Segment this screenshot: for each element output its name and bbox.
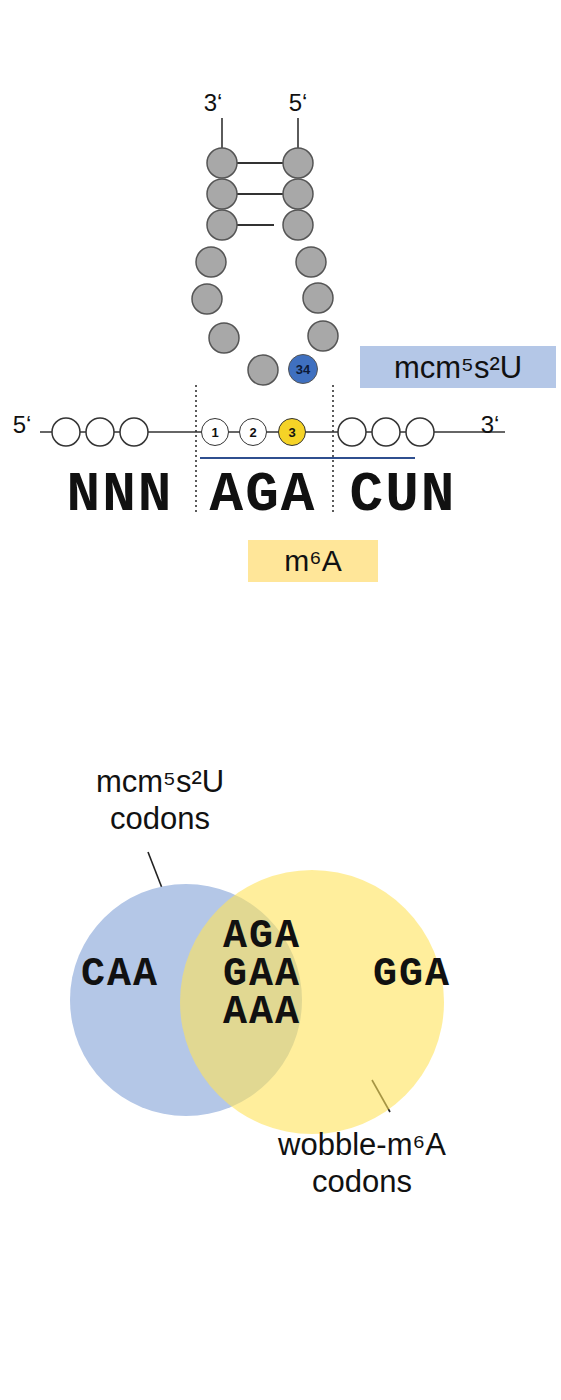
leader-line — [148, 852, 162, 888]
codon-position: 1 — [201, 418, 229, 446]
nucleotide — [120, 418, 148, 446]
codon-position: 3 — [278, 418, 306, 446]
node-text: m⁶A — [284, 546, 341, 576]
nucleotide — [303, 283, 333, 313]
codon-text: GAA — [223, 955, 301, 995]
base-pair — [237, 162, 283, 164]
codon-boundary — [195, 385, 197, 515]
codon-text: NNN — [67, 467, 174, 523]
node-text: 34 — [296, 363, 310, 376]
node-text: 1 — [211, 426, 218, 439]
modification-label: m⁶A — [248, 540, 378, 582]
nucleotide — [209, 323, 239, 353]
nucleotide — [207, 179, 237, 209]
strand-end — [297, 118, 299, 148]
codon-text: CUN — [350, 467, 457, 523]
nucleotide — [283, 210, 313, 240]
nucleotide — [207, 148, 237, 178]
nucleotide — [248, 355, 278, 385]
modification-label: mcm⁵s²U — [360, 346, 556, 388]
nucleotide — [338, 418, 366, 446]
codon-text: AAA — [223, 993, 301, 1033]
nucleotide — [283, 148, 313, 178]
nucleotide — [86, 418, 114, 446]
base-pair — [237, 193, 283, 195]
codon-text: AGA — [223, 917, 301, 957]
position-circle: 34 — [288, 354, 318, 384]
motif-underline — [200, 457, 415, 459]
nucleotide — [196, 247, 226, 277]
node-text: 2 — [249, 426, 256, 439]
nucleotide — [283, 179, 313, 209]
venn-set-label: wobble-m⁶A codons — [257, 1126, 467, 1200]
nucleotide — [372, 418, 400, 446]
venn-set-label: mcm⁵s²U codons — [65, 763, 255, 837]
nucleotide — [308, 321, 338, 351]
codon-boundary — [332, 385, 334, 515]
codon-text: GGA — [373, 955, 451, 995]
venn-circle: GGA — [180, 870, 444, 1134]
strand-end-label: 3‘ — [481, 411, 500, 440]
base-pair — [237, 224, 274, 226]
codon-text: AGA — [210, 467, 317, 523]
strand-end-label: 5‘ — [13, 411, 32, 440]
node-text: 3 — [288, 426, 295, 439]
node-text: mcm⁵s²U — [394, 352, 522, 383]
strand-end-label: 5‘ — [289, 89, 308, 118]
nucleotide — [406, 418, 434, 446]
strand-end — [221, 118, 223, 148]
strand-end-label: 3‘ — [204, 89, 223, 118]
codon-position: 2 — [239, 418, 267, 446]
codon-text: CAA — [81, 955, 159, 995]
nucleotide — [296, 247, 326, 277]
nucleotide — [52, 418, 80, 446]
nucleotide — [192, 284, 222, 314]
nucleotide — [207, 210, 237, 240]
